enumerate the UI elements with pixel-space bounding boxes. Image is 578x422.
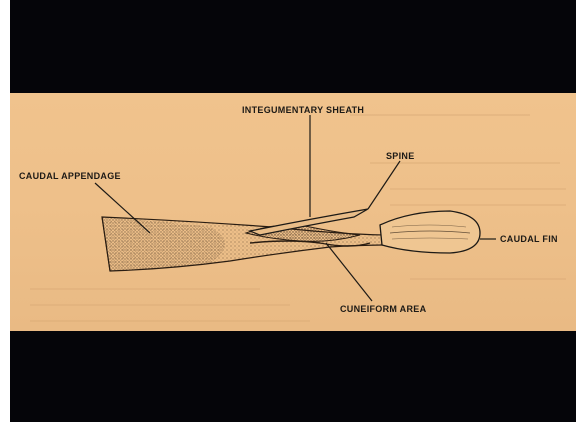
label-cuneiform-area: CUNEIFORM AREA — [340, 304, 426, 314]
caudal-fin-shape — [380, 211, 480, 253]
spine-leader — [368, 161, 400, 209]
label-integumentary-sheath: INTEGUMENTARY SHEATH — [242, 105, 364, 115]
caudal-structure-drawing — [10, 93, 576, 331]
label-caudal-appendage: CAUDAL APPENDAGE — [19, 171, 121, 181]
diagram-photo: INTEGUMENTARY SHEATH SPINE CAUDAL APPEND… — [10, 93, 576, 331]
label-spine: SPINE — [386, 151, 415, 161]
cuneiform-area-leader — [326, 243, 372, 301]
label-caudal-fin: CAUDAL FIN — [500, 234, 558, 244]
